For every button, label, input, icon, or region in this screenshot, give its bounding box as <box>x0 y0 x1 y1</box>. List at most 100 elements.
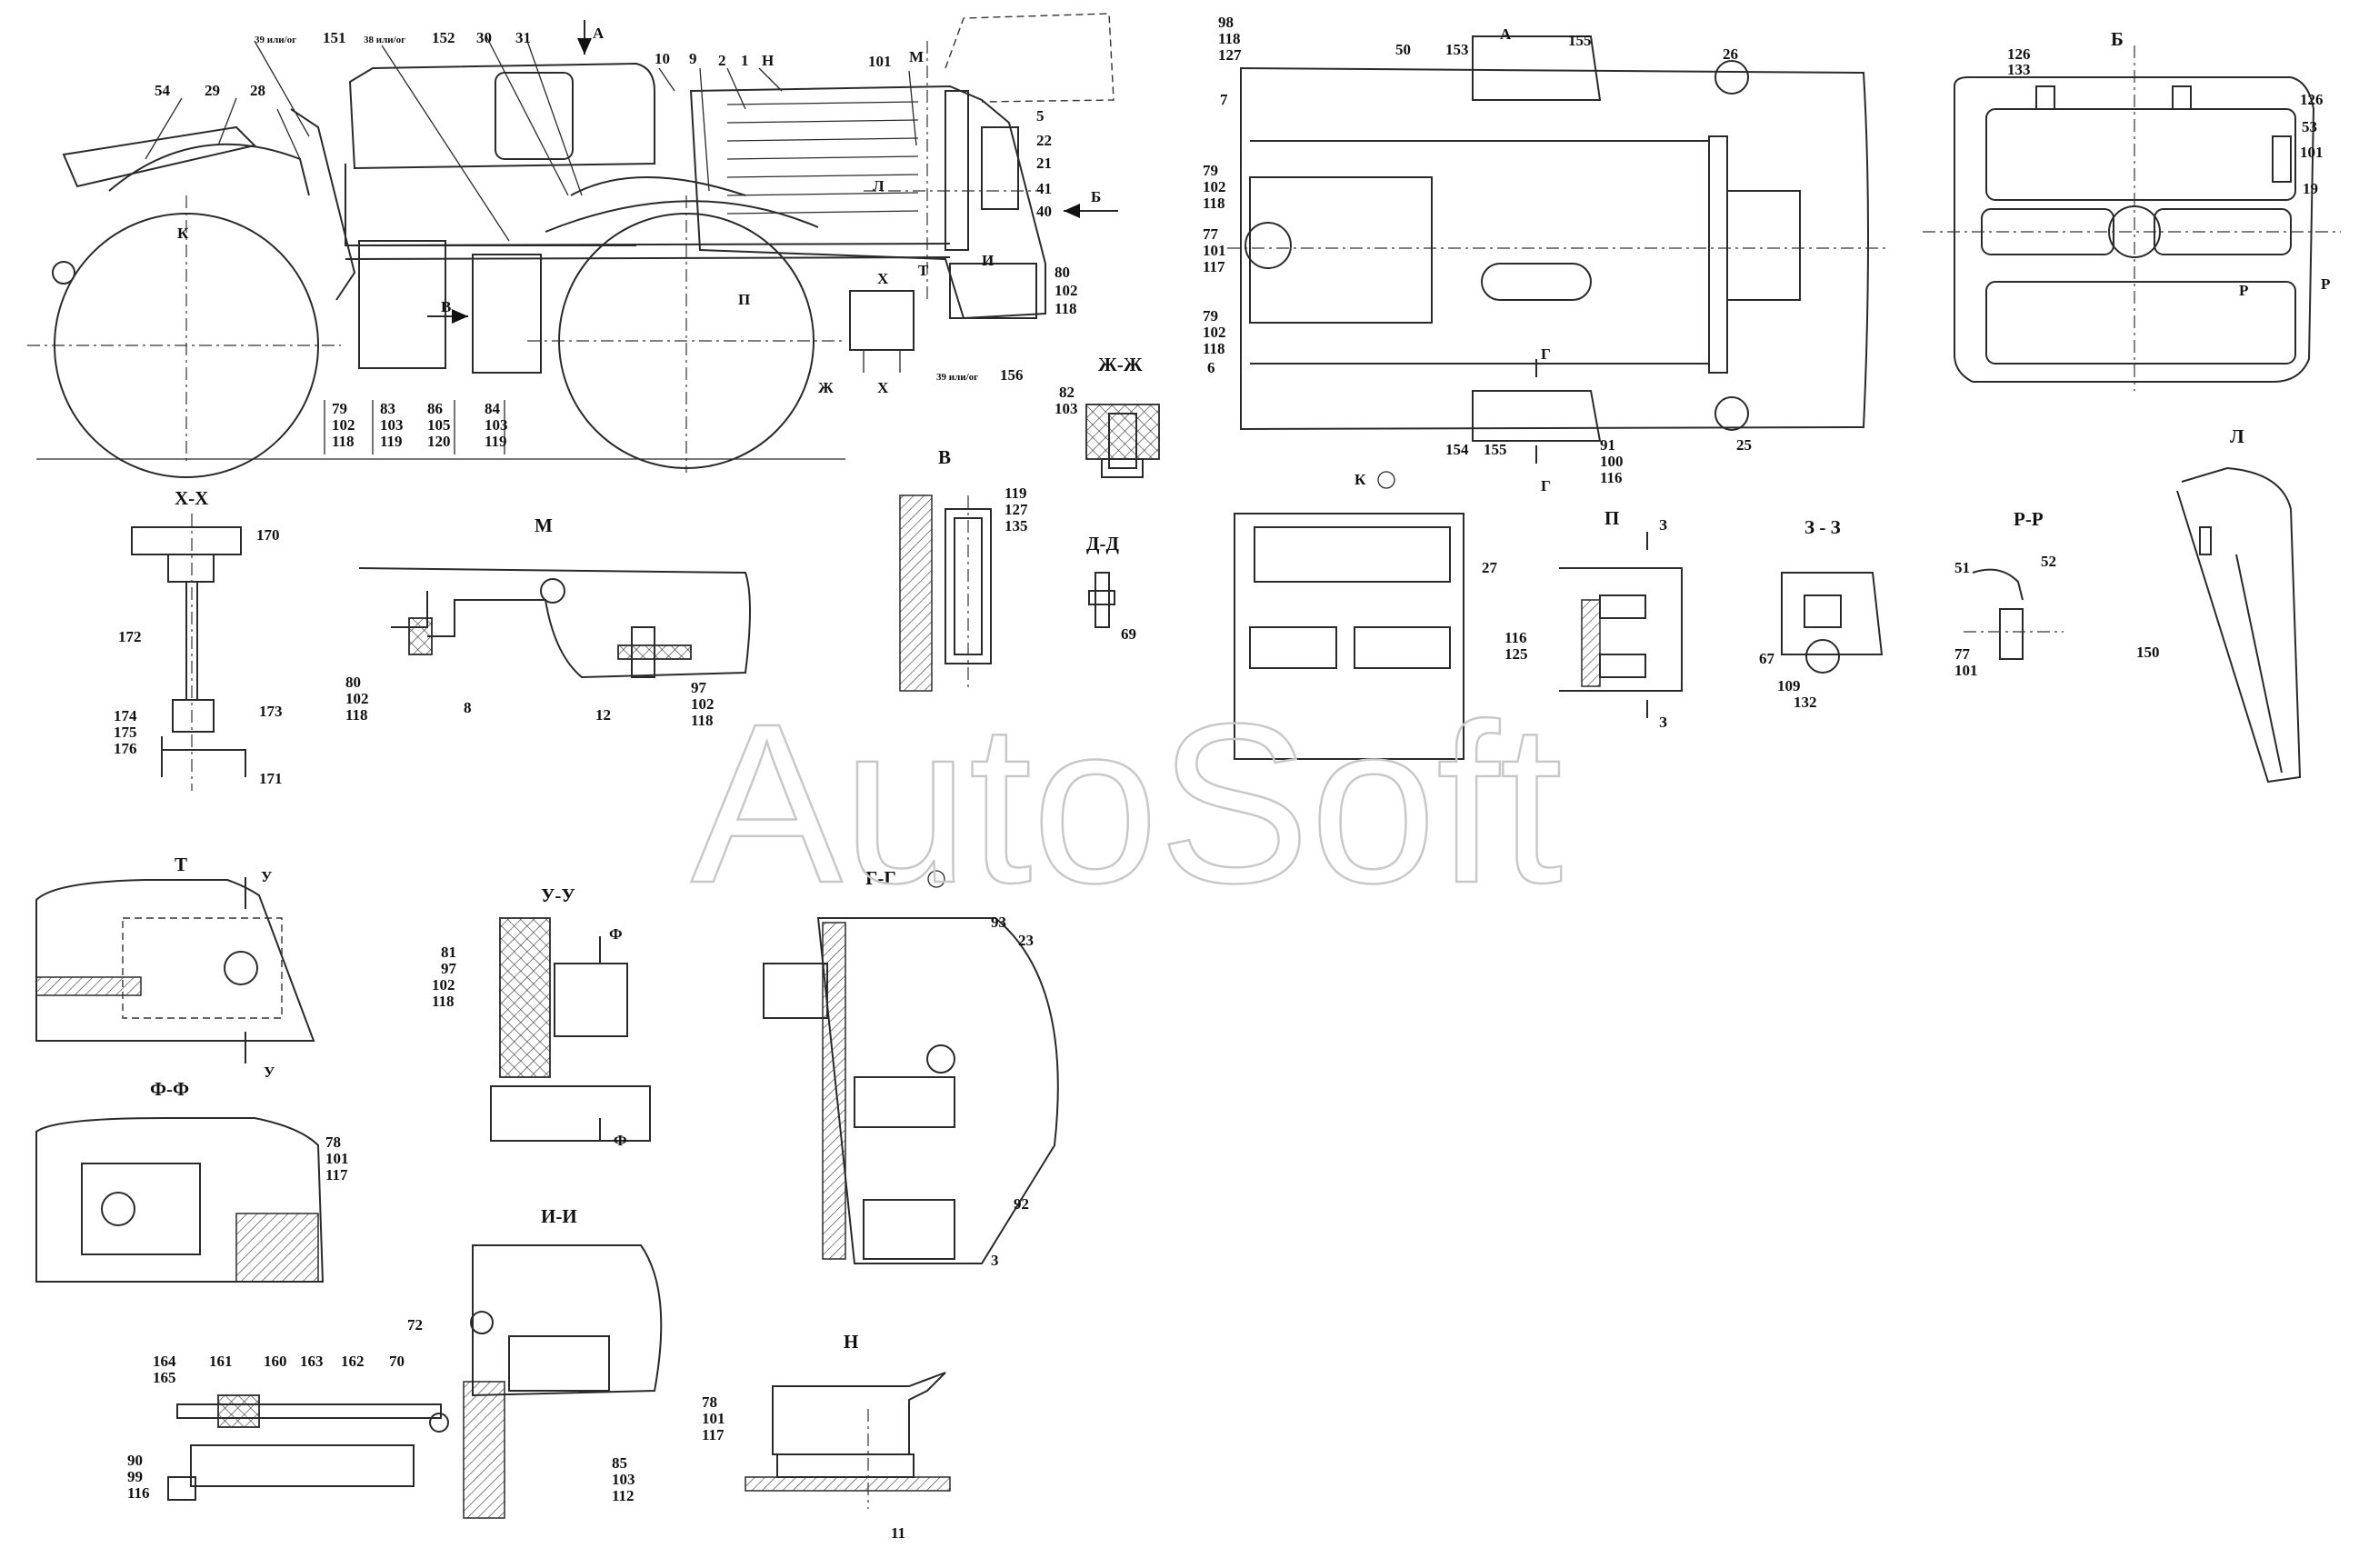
callout: 135 <box>1005 517 1028 534</box>
callout: 25 <box>1736 436 1752 454</box>
callout: 163 <box>300 1353 324 1370</box>
callout: 102 <box>1203 324 1226 341</box>
callout: 120 <box>427 433 451 450</box>
callout: 93 <box>991 914 1006 931</box>
callout: М <box>909 48 924 65</box>
callout: 77 <box>1203 225 1219 243</box>
view-letter: Ф <box>614 1132 627 1149</box>
view-letter: Г <box>1541 345 1551 363</box>
callout: 118 <box>345 706 368 724</box>
callout: 97 <box>691 679 707 696</box>
callout: 103 <box>612 1471 635 1488</box>
callout: 91 <box>1600 436 1615 454</box>
callout: Х <box>877 379 889 396</box>
callout: 127 <box>1005 501 1028 518</box>
callout: 101 <box>702 1410 725 1427</box>
callout: 125 <box>1504 645 1528 663</box>
view-title: Л <box>2230 425 2244 447</box>
callout: 152 <box>432 29 455 46</box>
callout: 67 <box>1759 650 1775 667</box>
watermark: AutoSoft <box>691 676 1563 930</box>
section-rr: Р-Р 51 52 77 101 <box>1954 508 2064 679</box>
callout: 116 <box>127 1484 150 1502</box>
callout: 41 <box>1036 180 1052 197</box>
callout: 78 <box>325 1134 341 1151</box>
callout: 165 <box>153 1369 176 1386</box>
view-letter: Ф <box>609 925 623 943</box>
callout: И <box>982 252 994 269</box>
callout: 102 <box>432 976 455 994</box>
callout: Ж <box>818 379 834 396</box>
callout: 52 <box>2041 553 2056 570</box>
callout: 118 <box>332 433 355 450</box>
callout: 155 <box>1484 441 1507 458</box>
view-letter: Г <box>1541 477 1551 494</box>
section-zhzh: Ж-Ж 82 103 <box>1055 354 1160 478</box>
section-dd: Д-Д 69 <box>1086 533 1136 643</box>
callout: 72 <box>407 1316 423 1333</box>
view-title: Г-Г <box>865 867 896 889</box>
callout: 117 <box>1203 258 1225 275</box>
callout: 92 <box>1014 1195 1029 1213</box>
view-title: Б <box>2111 28 2124 50</box>
view-title: Х-Х <box>175 487 208 509</box>
view-l: Л 150 <box>2136 425 2302 784</box>
callout: 154 <box>1445 441 1469 458</box>
callout: 101 <box>325 1150 349 1167</box>
callout: 175 <box>114 724 137 741</box>
callout: 19 <box>2303 180 2318 197</box>
callout: 6 <box>1207 359 1215 376</box>
callout: 112 <box>612 1487 635 1504</box>
callout: 51 <box>1954 559 1970 576</box>
view-m: М 80 102 118 8 12 97 102 118 <box>345 514 751 729</box>
callout: 101 <box>868 53 892 70</box>
callout: 116 <box>1504 629 1527 646</box>
view-title: У-У <box>541 884 575 906</box>
callout: 2 <box>718 52 726 69</box>
view-p: П З З 116 125 <box>1504 507 1683 731</box>
callout: 117 <box>325 1166 348 1183</box>
callout: 119 <box>380 433 403 450</box>
callout: 102 <box>332 416 355 434</box>
callout: 164 <box>153 1353 176 1370</box>
callout: 161 <box>209 1353 233 1370</box>
view-letter: Р <box>2239 282 2248 299</box>
callout: 100 <box>1600 453 1624 470</box>
callout: 171 <box>259 770 283 787</box>
callout: 103 <box>485 416 508 434</box>
callout: 79 <box>1203 307 1218 325</box>
callout: 38 или/ог <box>364 35 405 45</box>
callout: 105 <box>427 416 451 434</box>
callout: 101 <box>1203 242 1226 259</box>
view-title: Р-Р <box>2014 508 2044 530</box>
callout: 85 <box>612 1454 627 1472</box>
callout: 118 <box>1203 195 1225 212</box>
callout: 119 <box>1005 484 1027 502</box>
callout: 80 <box>345 674 361 691</box>
callout: 78 <box>702 1393 717 1411</box>
callout: 28 <box>250 82 265 99</box>
callout: 119 <box>485 433 507 450</box>
callout: 103 <box>1055 400 1078 417</box>
callout: 98 <box>1218 14 1234 31</box>
main-side-view: 54 29 28 39 или/ог 151 38 или/ог 152 30 … <box>27 13 1118 478</box>
callout: 30 <box>476 29 492 46</box>
callout: 118 <box>1203 340 1225 357</box>
callout: 172 <box>118 628 142 645</box>
callout: 3 <box>991 1252 999 1269</box>
callout: 102 <box>691 695 715 713</box>
callout: 176 <box>114 740 137 757</box>
callout: 29 <box>205 82 220 99</box>
callout: 103 <box>380 416 404 434</box>
callout: 5 <box>1036 107 1045 125</box>
callout: 102 <box>345 690 369 707</box>
view-letter: З <box>1659 516 1667 534</box>
callout: 31 <box>515 29 531 46</box>
view-n: Н 78 101 117 11 <box>702 1331 951 1542</box>
view-k: 27 <box>1234 513 1498 760</box>
callout: 101 <box>1954 662 1978 679</box>
view-title: Д-Д <box>1086 533 1119 554</box>
callout: 118 <box>1055 300 1077 317</box>
section-gg: Г-Г 93 23 92 3 <box>763 867 1059 1269</box>
callout: Х <box>877 270 889 287</box>
